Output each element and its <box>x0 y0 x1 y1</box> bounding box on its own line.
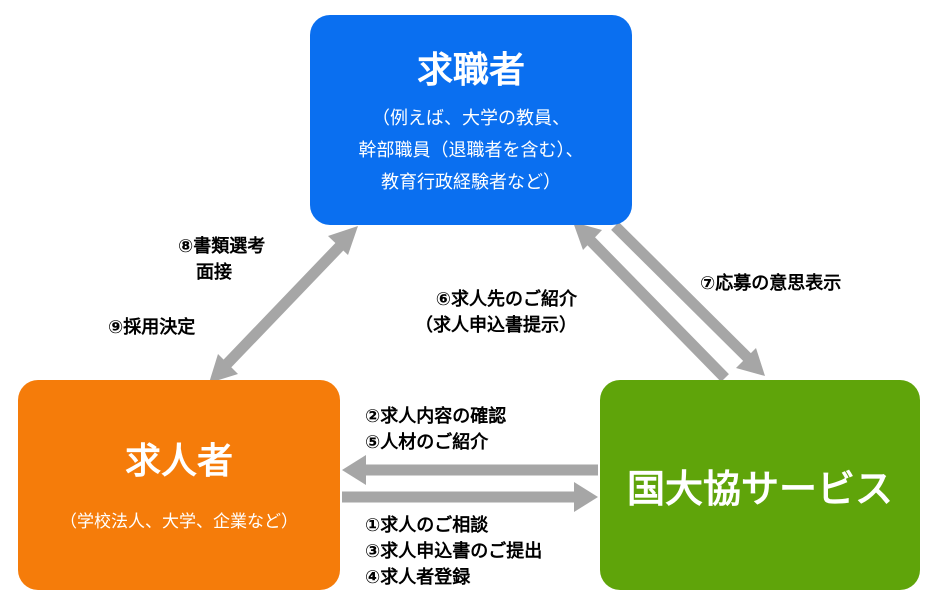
label-step-7: ⑦応募の意思表示 <box>700 273 842 294</box>
service-title: 国大協サービス <box>626 466 893 511</box>
arrow-jobseeker-employer <box>209 226 358 383</box>
jobseeker-title: 求職者 <box>416 50 525 91</box>
arrow-jobseeker-to-service <box>611 222 765 376</box>
label-step-9: ⑨採用決定 <box>108 317 196 338</box>
employer-title: 求人者 <box>124 441 233 482</box>
jobseeker-subtitle: （例えば、大学の教員、 幹部職員（退職者を含む）、 教育行政経験者など） <box>358 108 584 193</box>
arrow-employer-to-service <box>342 482 598 512</box>
label-steps-2-5: ②求人内容の確認 ⑤人材のご紹介 <box>365 406 507 453</box>
label-steps-1-3-4: ①求人のご相談 ③求人申込書のご提出 ④求人者登録 <box>365 515 543 588</box>
employer-subtitle: （学校法人、大学、企業など） <box>60 512 298 532</box>
jobseeker-box: 求職者 （例えば、大学の教員、 幹部職員（退職者を含む）、 教育行政経験者など） <box>310 15 632 225</box>
service-box: 国大協サービス <box>600 380 920 590</box>
label-step-6: ⑥求人先のご紹介 （求人申込書提示） <box>415 289 577 336</box>
arrow-service-to-employer <box>342 455 598 485</box>
arrow-service-to-jobseeker <box>573 222 729 382</box>
employer-box: 求人者 （学校法人、大学、企業など） <box>18 380 340 590</box>
label-step-8: ⑧書類選考 面接 <box>178 236 266 283</box>
